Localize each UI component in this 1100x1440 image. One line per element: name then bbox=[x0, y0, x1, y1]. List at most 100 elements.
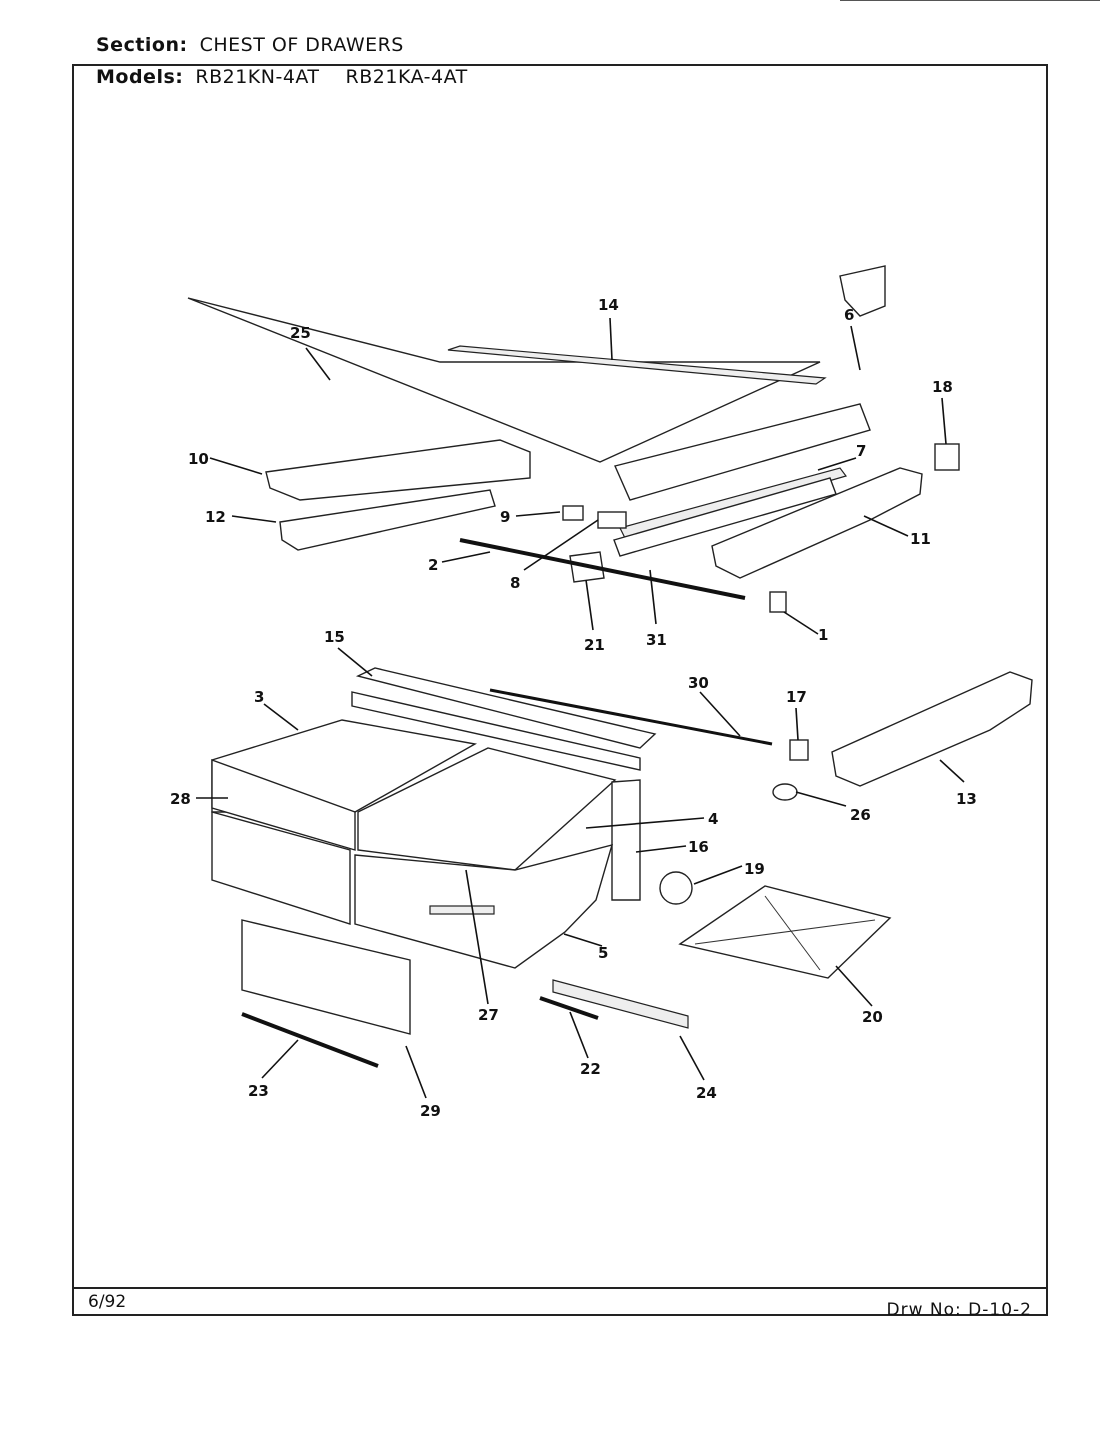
leader-17 bbox=[795, 707, 799, 741]
section-label: Section: bbox=[96, 34, 188, 56]
part-13-right-rail bbox=[831, 671, 1033, 787]
part-20-tray-brace bbox=[694, 919, 876, 945]
callout-21: 21 bbox=[584, 636, 605, 654]
part-30-rod bbox=[489, 688, 773, 746]
callout-28: 28 bbox=[170, 790, 191, 808]
callout-8: 8 bbox=[510, 574, 520, 592]
leader-3 bbox=[263, 703, 299, 731]
leader-9 bbox=[515, 511, 561, 517]
callout-12: 12 bbox=[205, 508, 226, 526]
part-25-glass-shelf bbox=[187, 297, 821, 463]
leader-5 bbox=[563, 933, 603, 947]
leader-23 bbox=[261, 1039, 299, 1079]
callout-14: 14 bbox=[598, 296, 619, 314]
part-23-trim bbox=[241, 1012, 379, 1068]
callout-4: 4 bbox=[708, 810, 718, 828]
leader-14 bbox=[609, 317, 613, 361]
callout-15: 15 bbox=[324, 628, 345, 646]
callout-1: 1 bbox=[818, 626, 828, 644]
leader-6 bbox=[850, 325, 861, 371]
callout-19: 19 bbox=[744, 860, 765, 878]
callout-6: 6 bbox=[844, 306, 854, 324]
callout-25: 25 bbox=[290, 324, 311, 342]
footer-date: 6/92 bbox=[88, 1292, 127, 1312]
models-label: Models: bbox=[96, 66, 184, 88]
leader-25 bbox=[305, 347, 331, 381]
callout-31: 31 bbox=[646, 631, 667, 649]
part-27-handle bbox=[429, 905, 495, 915]
part-1-clip bbox=[769, 591, 787, 613]
leader-26 bbox=[795, 791, 847, 807]
callout-7: 7 bbox=[856, 442, 866, 460]
callout-3: 3 bbox=[254, 688, 264, 706]
leader-1 bbox=[783, 611, 819, 635]
part-17-clip bbox=[789, 739, 809, 761]
part-15-cover-lower bbox=[351, 691, 641, 771]
callout-2: 2 bbox=[428, 556, 438, 574]
drawing-frame bbox=[72, 64, 1048, 1316]
callout-18: 18 bbox=[932, 378, 953, 396]
callout-9: 9 bbox=[500, 508, 510, 526]
part-4-right-drawer bbox=[357, 747, 617, 871]
part-15-cover bbox=[355, 667, 657, 749]
callout-29: 29 bbox=[420, 1102, 441, 1120]
part-right-shelf-rail bbox=[614, 403, 871, 501]
leader-11 bbox=[863, 515, 909, 537]
leader-2 bbox=[441, 551, 491, 563]
part-29-front-panel bbox=[241, 919, 411, 1035]
part-20-tray-brace bbox=[764, 895, 821, 971]
callout-24: 24 bbox=[696, 1084, 717, 1102]
leader-15 bbox=[337, 647, 373, 677]
leader-12 bbox=[231, 515, 277, 523]
callout-17: 17 bbox=[786, 688, 807, 706]
leader-19 bbox=[693, 865, 743, 885]
part-18-clip bbox=[934, 443, 960, 471]
callout-23: 23 bbox=[248, 1082, 269, 1100]
part-8-block bbox=[597, 511, 627, 529]
top-edge-line bbox=[840, 0, 1100, 1]
leader-4 bbox=[585, 817, 705, 829]
leader-8 bbox=[523, 519, 599, 571]
part-26-cam bbox=[772, 783, 798, 801]
part-22-trim bbox=[539, 996, 599, 1020]
model-number: RB21KN-4AT bbox=[195, 66, 320, 88]
model-number: RB21KA-4AT bbox=[345, 66, 468, 88]
part-10-left-rail bbox=[265, 439, 531, 501]
leader-10 bbox=[209, 457, 263, 475]
leader-13 bbox=[939, 759, 965, 783]
leader-31 bbox=[649, 569, 657, 625]
part-14-rear-trim bbox=[447, 345, 827, 385]
callout-27: 27 bbox=[478, 1006, 499, 1024]
part-2-rod bbox=[459, 538, 746, 600]
callout-11: 11 bbox=[910, 530, 931, 548]
callout-5: 5 bbox=[598, 944, 608, 962]
leader-29 bbox=[405, 1045, 427, 1099]
part-12-left-rail bbox=[279, 489, 496, 551]
callout-16: 16 bbox=[688, 838, 709, 856]
leader-20 bbox=[835, 965, 873, 1007]
part-19-clip bbox=[659, 871, 693, 905]
part-16-frame bbox=[611, 779, 641, 901]
part-6-bracket bbox=[839, 265, 886, 317]
section-value: CHEST OF DRAWERS bbox=[199, 34, 404, 56]
leader-30 bbox=[699, 691, 741, 737]
callout-10: 10 bbox=[188, 450, 209, 468]
callout-20: 20 bbox=[862, 1008, 883, 1026]
leader-18 bbox=[941, 397, 947, 445]
callout-22: 22 bbox=[580, 1060, 601, 1078]
models-heading: Models: RB21KN-4AT RB21KA-4AT bbox=[96, 66, 494, 88]
part-9-block bbox=[562, 505, 584, 521]
part-28-drawer-front bbox=[211, 759, 356, 851]
leader-21 bbox=[585, 579, 594, 631]
leader-27 bbox=[465, 869, 489, 1005]
callout-30: 30 bbox=[688, 674, 709, 692]
leader-lines bbox=[196, 317, 965, 1099]
leader-16 bbox=[635, 845, 687, 853]
part-lower-left-front bbox=[211, 811, 351, 925]
drawing-number: Drw No: D-10-2 bbox=[886, 1300, 1032, 1320]
leader-24 bbox=[679, 1035, 705, 1081]
part-11-right-rail bbox=[711, 467, 923, 579]
footer-divider bbox=[72, 1287, 1048, 1289]
callout-26: 26 bbox=[850, 806, 871, 824]
